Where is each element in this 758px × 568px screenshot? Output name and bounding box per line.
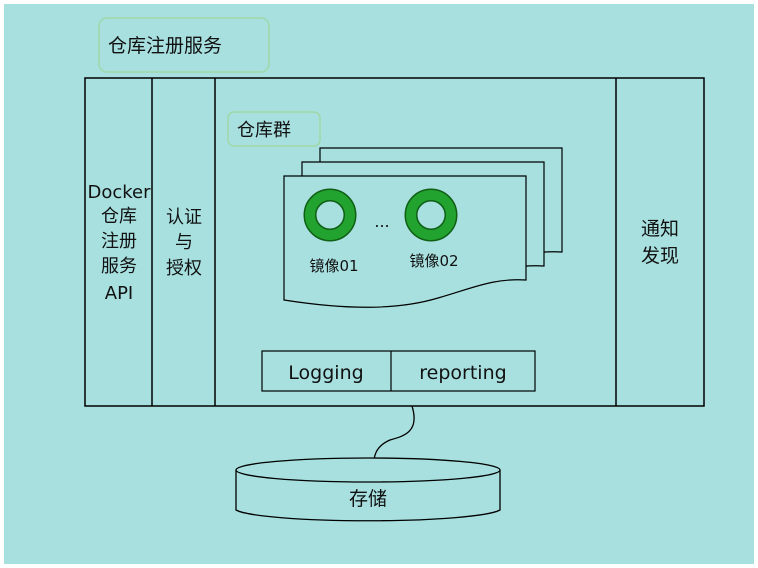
logging-label: Logging (288, 362, 363, 384)
api-line-2: 仓库 (101, 206, 137, 227)
image-02-ring-icon (406, 190, 456, 240)
image-02-label: 镜像02 (409, 252, 458, 270)
api-column: Docker 仓库 注册 服务 API (87, 182, 151, 304)
reporting-label: reporting (419, 362, 506, 384)
storage-cylinder-body (235, 470, 501, 522)
image-01-ring-icon (305, 190, 355, 240)
diagram-canvas: 仓库注册服务 Docker 仓库 注册 服务 API 认证 与 授权 通知 发现… (4, 4, 754, 564)
storage-cylinder-top (235, 457, 501, 483)
notify-column: 通知 发现 (641, 218, 679, 267)
main-frame (84, 77, 705, 407)
auth-column: 认证 与 授权 (166, 207, 202, 279)
api-line-4: 服务 (101, 256, 137, 277)
notify-line-2: 发现 (641, 245, 679, 267)
notify-line-1: 通知 (641, 218, 679, 240)
top-label-box (98, 17, 270, 73)
repo-group-label: 仓库群 (237, 120, 291, 141)
diagram-svg: 仓库注册服务 Docker 仓库 注册 服务 API 认证 与 授权 通知 发现… (84, 17, 705, 522)
images-ellipsis: ... (374, 212, 389, 231)
api-line-3: 注册 (101, 231, 137, 252)
api-line-5: API (105, 283, 133, 304)
auth-line-1: 认证 (166, 207, 202, 228)
logging-reporting-box (261, 350, 536, 392)
repo-group-label-box (227, 111, 321, 147)
storage-label: 存储 (349, 488, 387, 510)
top-label: 仓库注册服务 (108, 35, 222, 57)
image-01-label: 镜像01 (309, 257, 358, 275)
auth-line-2: 与 (175, 232, 193, 253)
auth-line-3: 授权 (166, 258, 202, 279)
api-line-1: Docker (87, 182, 151, 203)
